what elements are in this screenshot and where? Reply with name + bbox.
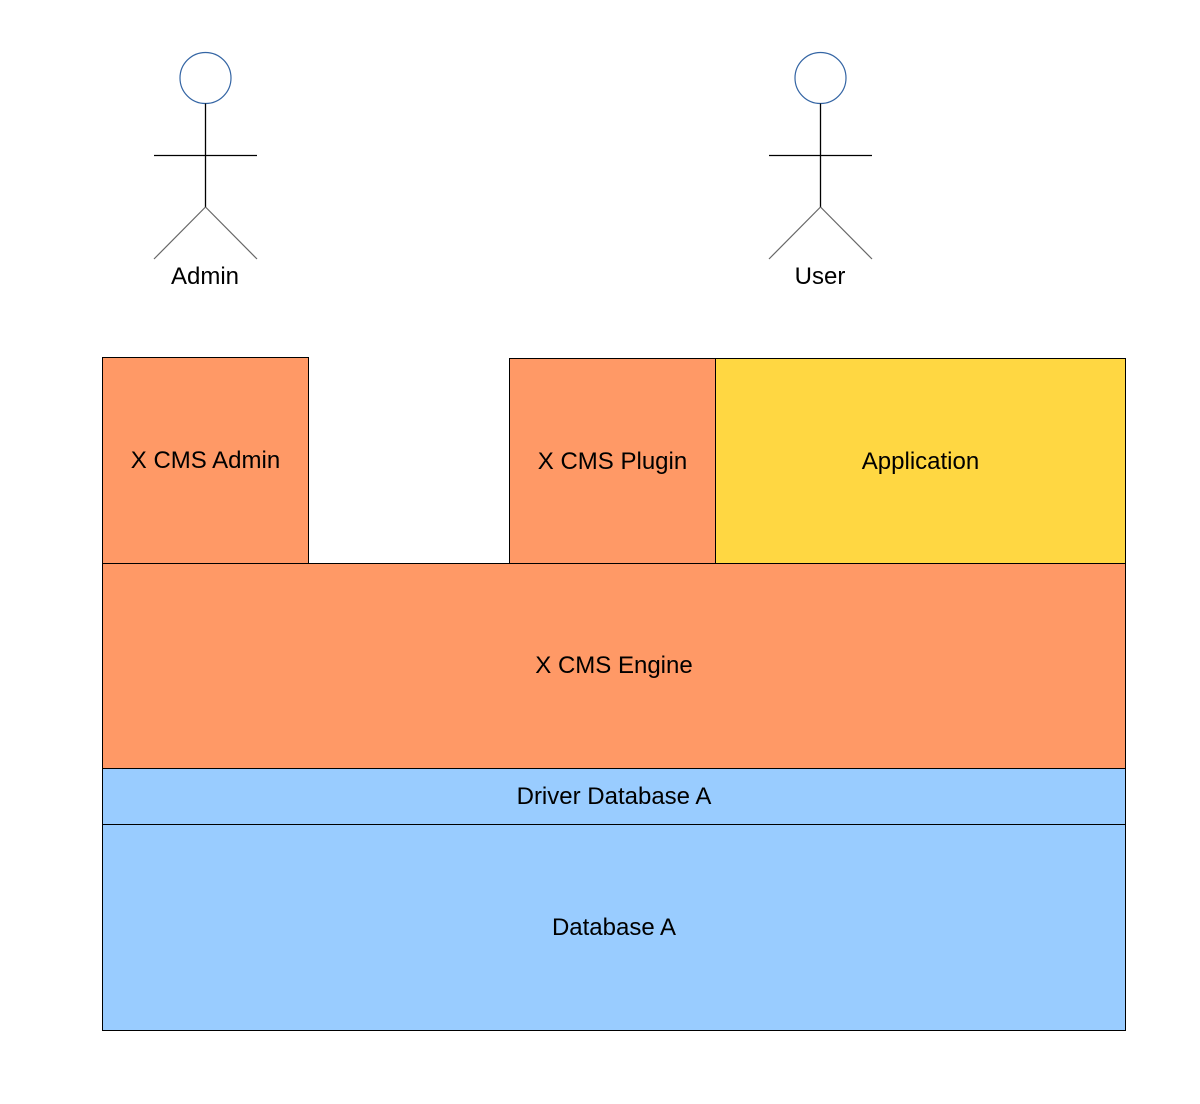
actor-right-leg (820, 206, 873, 260)
database-box: Database A (102, 824, 1126, 1031)
driver-database-label: Driver Database A (516, 782, 712, 810)
stick-figure-icon (153, 51, 258, 260)
driver-database-box: Driver Database A (102, 768, 1126, 825)
actor-head (794, 51, 847, 105)
actor-left-leg (153, 206, 206, 260)
application-label: Application (861, 447, 980, 475)
cms-plugin-box: X CMS Plugin (509, 358, 716, 565)
actor-left-leg (768, 206, 821, 260)
admin-actor (153, 51, 258, 264)
application-box: Application (715, 358, 1126, 565)
cms-engine-box: X CMS Engine (102, 563, 1126, 769)
actor-head (179, 51, 232, 105)
actor-right-leg (205, 206, 258, 260)
cms-plugin-label: X CMS Plugin (537, 447, 688, 475)
cms-engine-label: X CMS Engine (535, 652, 693, 679)
database-label: Database A (551, 913, 677, 941)
admin-label: Admin (170, 263, 240, 290)
stick-figure-icon (768, 51, 873, 260)
user-actor (768, 51, 873, 264)
cms-admin-box: X CMS Admin (102, 357, 309, 565)
user-label: User (794, 263, 846, 290)
cms-admin-label: X CMS Admin (130, 447, 281, 474)
